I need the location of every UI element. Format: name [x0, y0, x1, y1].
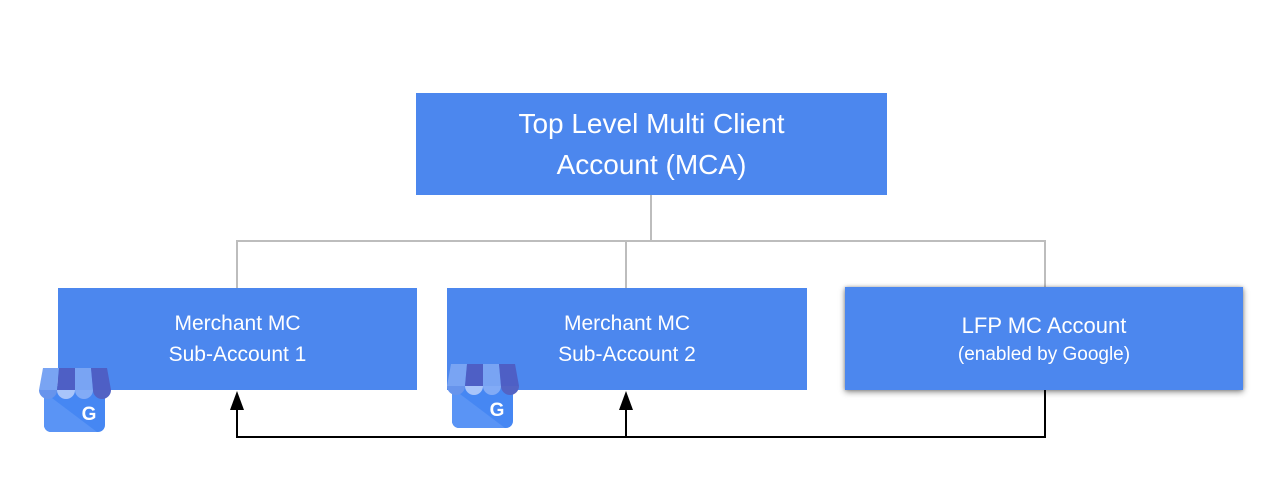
- sub-account-1-box: Merchant MC Sub-Account 1: [58, 288, 417, 390]
- connector-horizontal: [236, 240, 1046, 242]
- feedback-arrowhead-sub2: [619, 391, 633, 410]
- feedback-arrow-shaft-sub1: [236, 404, 238, 438]
- mca-root-box: Top Level Multi Client Account (MCA): [416, 93, 887, 195]
- sub-account-2-label-line1: Merchant MC: [563, 312, 691, 335]
- lfp-account-label-line2: (enabled by Google): [957, 343, 1131, 365]
- google-my-business-icon: G: [39, 368, 111, 432]
- feedback-arrowhead-sub1: [230, 391, 244, 410]
- gmb-g-letter: G: [490, 400, 505, 421]
- lfp-account-box: LFP MC Account (enabled by Google): [845, 287, 1243, 390]
- connector-drop-sub1: [236, 241, 238, 288]
- sub-account-1-label-line1: Merchant MC: [174, 312, 301, 335]
- gmb-g-letter: G: [82, 404, 97, 425]
- feedback-arrow-shaft-sub2: [625, 404, 627, 438]
- mca-root-label-line1: Top Level Multi Client: [518, 108, 785, 139]
- lfp-account-label-line1: LFP MC Account: [961, 312, 1127, 338]
- mca-root-label-line2: Account (MCA): [556, 149, 747, 180]
- sub-account-1-label-line2: Sub-Account 1: [168, 343, 307, 366]
- google-my-business-icon: G: [447, 364, 519, 428]
- feedback-line-from-lfp: [1044, 390, 1046, 438]
- sub-account-2-label-line2: Sub-Account 2: [558, 343, 696, 366]
- feedback-line-horizontal: [236, 436, 1046, 438]
- connector-drop-lfp: [1044, 241, 1046, 287]
- connector-root-vertical: [650, 195, 652, 241]
- connector-drop-sub2: [625, 241, 627, 288]
